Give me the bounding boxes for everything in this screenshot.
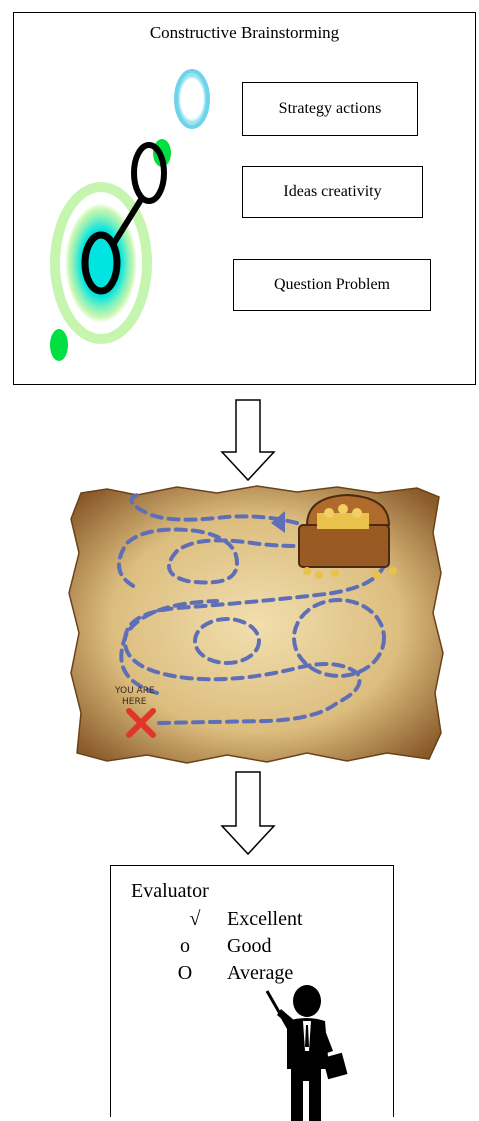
rating-label: Excellent — [227, 908, 303, 931]
ideas-creativity-box: Ideas creativity — [242, 166, 423, 218]
small-circle-icon: o — [175, 935, 195, 958]
treasure-map-icon: YOU ARE HERE — [67, 483, 445, 765]
brainstorm-molecule-icon — [14, 13, 214, 386]
evaluator-title: Evaluator — [131, 880, 209, 903]
large-circle-icon: O — [175, 962, 195, 985]
down-arrow-icon — [220, 398, 276, 482]
brainstorming-panel: Constructive Brainstorming St — [13, 12, 476, 385]
rating-label: Good — [227, 935, 271, 958]
strategy-actions-box: Strategy actions — [242, 82, 418, 136]
light-blue-ring — [176, 71, 208, 127]
question-problem-box: Question Problem — [233, 259, 431, 311]
green-dot-bottom — [50, 329, 68, 361]
evaluator-panel: Evaluator √ Excellent o Good O Average — [110, 865, 394, 1117]
molecule-node-small — [134, 145, 164, 201]
check-mark-icon: √ — [185, 908, 205, 931]
you-are-here-line2: HERE — [122, 697, 147, 707]
teacher-pointer-icon — [259, 981, 349, 1121]
you-are-here-line1: YOU ARE — [114, 686, 155, 696]
rating-good: o Good — [175, 935, 375, 961]
rating-excellent: √ Excellent — [185, 908, 385, 934]
treasure-chest-icon — [299, 495, 397, 579]
down-arrow-icon — [220, 770, 276, 856]
